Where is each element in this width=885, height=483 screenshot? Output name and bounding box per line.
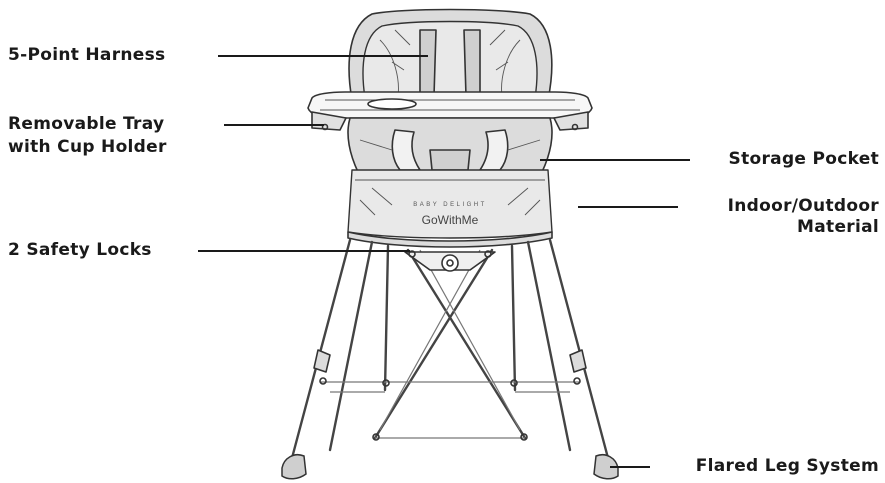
feet [281,454,619,480]
seat-rim [347,231,553,248]
safety-locks [404,250,496,272]
backrest [348,8,553,101]
leader-harness [218,55,428,57]
legs [290,238,610,460]
callout-tray-line2: with Cup Holder [8,137,167,157]
leader-locks [198,250,410,252]
leader-pocket [540,159,690,161]
leader-legs [610,466,650,468]
model-print: GoWithMe [422,213,479,227]
callout-harness: 5-Point Harness [8,45,166,65]
callout-locks: 2 Safety Locks [8,240,152,260]
leader-material [578,206,678,208]
callout-material-line1: Indoor/Outdoor [727,196,879,216]
callout-pocket: Storage Pocket [728,149,879,169]
brand-print: BABY DELIGHT [413,202,487,208]
callout-legs: Flared Leg System [695,456,879,476]
callout-tray-line1: Removable Tray [8,114,165,134]
joints [313,349,587,441]
seat [347,117,553,173]
callout-material-line2: Material [797,217,879,237]
leader-tray [224,124,324,126]
